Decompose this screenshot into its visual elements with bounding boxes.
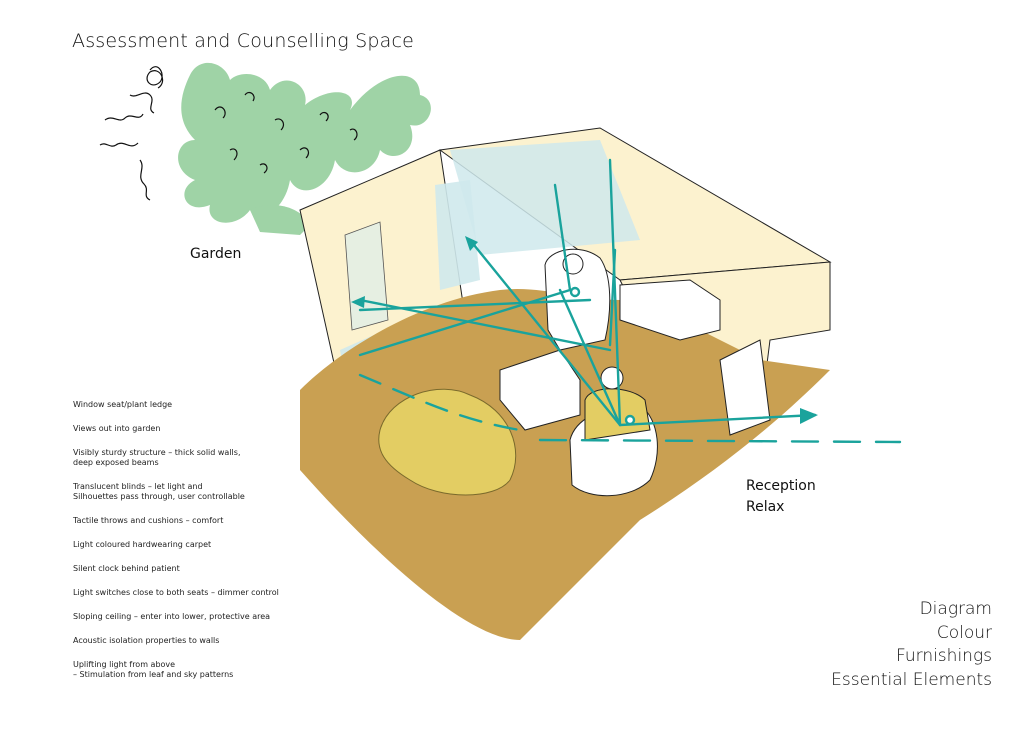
arrow-heads bbox=[351, 236, 818, 424]
note-item: Visibly sturdy structure – thick solid w… bbox=[73, 448, 241, 467]
note-item: Translucent blinds – let light and Silho… bbox=[73, 482, 245, 501]
note-item: Window seat/plant ledge bbox=[73, 400, 173, 409]
floor-cushion bbox=[378, 388, 517, 496]
garden-foliage bbox=[178, 62, 431, 235]
legend: Diagram Colour Furnishings Essential Ele… bbox=[831, 598, 992, 692]
note-item: Tactile throws and cushions – comfort bbox=[73, 516, 224, 525]
note-item: Light coloured hardwearing carpet bbox=[73, 540, 212, 549]
note-item: Uplifting light from above – Stimulation… bbox=[73, 660, 234, 679]
tree-scribbles bbox=[99, 66, 358, 201]
note-item: Light switches close to both seats – dim… bbox=[73, 588, 279, 597]
page-title: Assessment and Counselling Space bbox=[72, 30, 414, 52]
garden-label: Garden bbox=[190, 246, 242, 262]
reception-label: Reception Relax bbox=[746, 476, 816, 518]
note-item: Sloping ceiling – enter into lower, prot… bbox=[73, 612, 271, 621]
carpet bbox=[300, 288, 830, 640]
legend-item-diagram: Diagram bbox=[919, 599, 992, 619]
sightline-arrows bbox=[358, 158, 902, 444]
legend-item-essential-elements: Essential Elements bbox=[831, 669, 992, 690]
note-item: Acoustic isolation properties to walls bbox=[73, 636, 220, 645]
relax-label-line: Relax bbox=[746, 499, 785, 515]
note-item: Views out into garden bbox=[73, 424, 161, 433]
legend-item-furnishings: Furnishings bbox=[896, 646, 992, 666]
essential-elements-notes: Window seat/plant ledge Views out into g… bbox=[73, 400, 303, 694]
legend-item-colour: Colour bbox=[936, 622, 992, 643]
note-item: Silent clock behind patient bbox=[73, 564, 180, 573]
reception-label-line: Reception bbox=[746, 478, 816, 494]
